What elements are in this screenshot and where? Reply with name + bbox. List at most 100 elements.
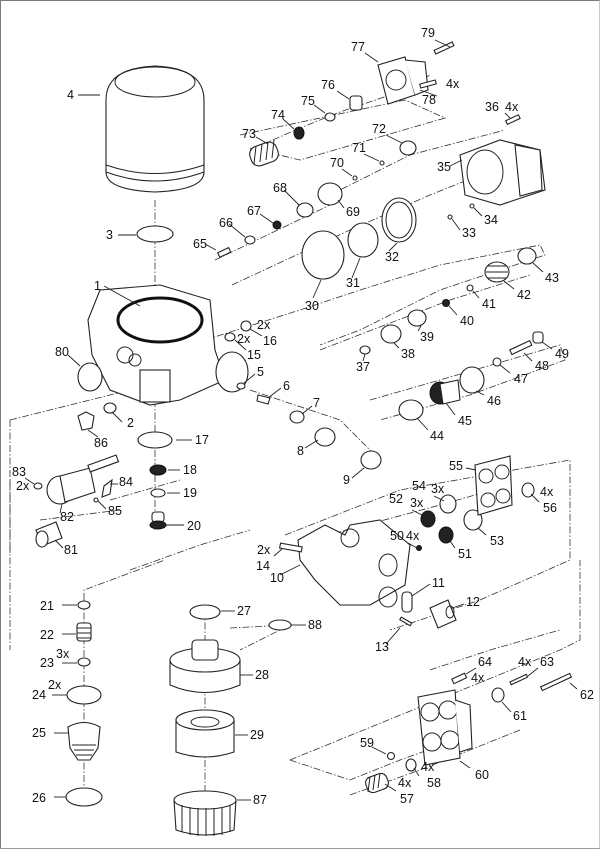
callout-32[interactable]: 32	[385, 250, 399, 264]
part-69-piston[interactable]	[317, 182, 343, 206]
part-57-spring[interactable]	[364, 772, 390, 795]
part-37-valve[interactable]	[359, 345, 371, 355]
part-88-o-ring[interactable]	[268, 619, 292, 631]
callout-71[interactable]: 71	[352, 141, 366, 155]
part-30-diaphragm[interactable]	[301, 230, 345, 280]
part-7-check-valve[interactable]	[289, 410, 305, 424]
callout-66[interactable]: 66	[219, 216, 233, 230]
part-31-o-ring[interactable]	[347, 222, 379, 258]
part-12-connector[interactable]	[429, 599, 457, 629]
callout-33[interactable]: 33	[462, 226, 476, 240]
part-34-seal[interactable]	[469, 203, 475, 209]
callout-12[interactable]: 12	[466, 595, 480, 609]
part-25-valve-insert[interactable]	[67, 721, 101, 761]
callout-21[interactable]: 21	[40, 599, 54, 613]
callout-6[interactable]: 6	[283, 379, 290, 393]
callout-22[interactable]: 22	[40, 628, 54, 642]
part-38-disc[interactable]	[380, 324, 402, 344]
callout-45[interactable]: 45	[458, 414, 472, 428]
part-51-valve[interactable]	[438, 526, 454, 544]
callout-9[interactable]: 9	[343, 473, 350, 487]
part-72-disc[interactable]	[399, 140, 417, 156]
callout-44[interactable]: 44	[430, 429, 444, 443]
callout-61[interactable]: 61	[513, 709, 527, 723]
part-74-valve[interactable]	[293, 126, 305, 140]
part-64-screw[interactable]	[451, 672, 468, 685]
callout-20[interactable]: 20	[187, 519, 201, 533]
part-15-washer[interactable]	[224, 332, 236, 342]
callout-80[interactable]: 80	[55, 345, 69, 359]
callout-25[interactable]: 25	[32, 726, 46, 740]
part-55-gasket-plate[interactable]	[474, 455, 513, 516]
callout-5[interactable]: 5	[257, 365, 264, 379]
callout-85[interactable]: 85	[108, 504, 122, 518]
callout-4[interactable]: 4	[67, 88, 74, 102]
part-87-retainer-basket[interactable]	[173, 790, 237, 836]
part-71-ball[interactable]	[379, 160, 385, 166]
callout-86[interactable]: 86	[94, 436, 108, 450]
part-42-spring[interactable]	[484, 261, 510, 283]
callout-31[interactable]: 31	[346, 276, 360, 290]
part-86-plug[interactable]	[77, 411, 95, 431]
callout-48[interactable]: 48	[535, 359, 549, 373]
part-11-gasket[interactable]	[401, 591, 413, 613]
part-67-ball[interactable]	[272, 220, 282, 230]
part-22-spring[interactable]	[76, 622, 92, 642]
part-47-nut[interactable]	[492, 357, 502, 367]
callout-73[interactable]: 73	[242, 127, 256, 141]
part-75-o-ring[interactable]	[324, 112, 336, 122]
part-29-desiccant-block[interactable]	[175, 709, 235, 758]
callout-47[interactable]: 47	[514, 372, 528, 386]
callout-68[interactable]: 68	[273, 181, 287, 195]
part-33-seal[interactable]	[447, 214, 453, 220]
part-13-screw[interactable]	[399, 616, 413, 627]
part-46-circlip[interactable]	[459, 366, 485, 394]
callout-39[interactable]: 39	[420, 330, 434, 344]
part-43-disc[interactable]	[517, 247, 537, 265]
part-10-valve-body[interactable]	[297, 519, 411, 608]
callout-81[interactable]: 81	[64, 543, 78, 557]
part-20-valve[interactable]	[149, 511, 167, 530]
callout-62[interactable]: 62	[580, 688, 594, 702]
part-61-diaphragm[interactable]	[491, 687, 505, 703]
callout-38[interactable]: 38	[401, 347, 415, 361]
callout-19[interactable]: 19	[183, 486, 197, 500]
callout-27[interactable]: 27	[237, 604, 251, 618]
part-32-spring-ring[interactable]	[381, 197, 417, 243]
callout-87[interactable]: 87	[253, 793, 267, 807]
part-78-screw[interactable]	[419, 79, 437, 89]
part-68-seat[interactable]	[296, 202, 314, 218]
callout-88[interactable]: 88	[308, 618, 322, 632]
part-35-housing-cover[interactable]	[459, 139, 546, 206]
callout-82[interactable]: 82	[60, 510, 74, 524]
callout-60[interactable]: 60	[475, 768, 489, 782]
callout-8[interactable]: 8	[297, 444, 304, 458]
part-17-washer[interactable]	[137, 431, 173, 449]
part-36-screw[interactable]	[504, 114, 521, 126]
part-6-screw[interactable]	[256, 394, 271, 405]
part-63-pin[interactable]	[509, 673, 529, 686]
part-21-o-ring[interactable]	[77, 600, 91, 610]
part-8-fitting[interactable]	[314, 427, 336, 447]
part-45-valve-insert[interactable]	[429, 379, 461, 405]
part-9-o-ring[interactable]	[360, 450, 382, 470]
callout-35[interactable]: 35	[437, 160, 451, 174]
callout-11[interactable]: 11	[432, 576, 445, 590]
callout-77[interactable]: 77	[351, 40, 365, 54]
part-14-pin[interactable]	[279, 542, 303, 553]
callout-42[interactable]: 42	[517, 288, 531, 302]
part-48-pin[interactable]	[509, 339, 533, 356]
part-19-o-ring[interactable]	[150, 488, 166, 498]
part-16-nut[interactable]	[240, 320, 252, 332]
part-66-washer[interactable]	[244, 235, 256, 245]
callout-37[interactable]: 37	[356, 360, 370, 374]
part-5-seal[interactable]	[236, 382, 246, 390]
